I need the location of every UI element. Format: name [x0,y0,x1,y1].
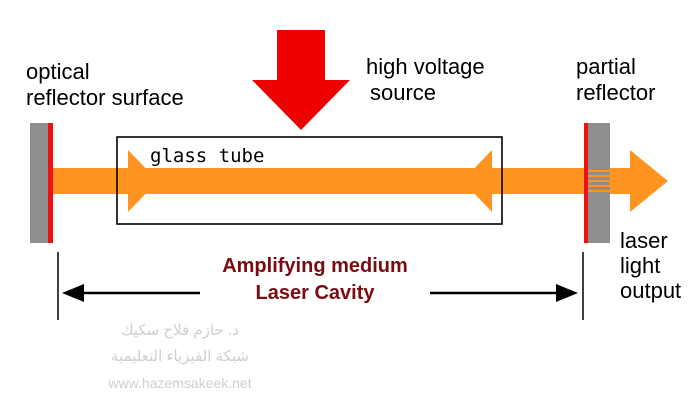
laser-cavity-text: Laser Cavity [255,282,375,304]
laser-output-label-line3: output [620,278,682,303]
amplifying-medium-label: Amplifying medium Laser Cavity [200,253,430,307]
amplifying-medium-text: Amplifying medium [222,255,408,277]
laser-output-arrowhead [630,150,668,212]
watermark: د. حازم فلاح سكيك شبكة الفيزياء التعليمي… [70,318,290,396]
partial-reflector-label-line2: reflector [576,80,656,105]
cavity-left-arrowhead [62,284,84,302]
left-reflector-surface [48,123,53,243]
laser-output-label: laser light output [620,228,681,303]
laser-output-label-line2: light [620,253,661,278]
right-reflector-surface [584,123,588,243]
partial-reflector-label-line1: partial [576,54,636,79]
glass-tube-label: glass tube [150,145,265,167]
optical-reflector-label-line1: optical [26,59,90,84]
left-reflector-body [30,123,48,243]
laser-output-label-line1: laser [620,228,668,253]
left-internal-arrowhead [128,150,158,212]
optical-reflector-label-line2: reflector surface [26,85,184,110]
cavity-right-arrowhead [556,284,578,302]
watermark-site: www.hazemsakeek.net [108,375,252,391]
optical-reflector-label: optical reflector surface [26,59,184,111]
partial-reflector-beam-lines [588,170,610,192]
partial-reflector-label: partial reflector [576,54,655,106]
high-voltage-arrow [252,30,350,130]
right-reflector-body [588,123,610,243]
watermark-network: شبكة الفيزياء التعليمية [111,348,249,365]
glass-tube [116,136,503,225]
watermark-author: د. حازم فلاح سكيك [121,322,239,339]
high-voltage-label-line1: high voltage [366,54,485,79]
high-voltage-label-line2: source [370,80,437,105]
right-internal-arrowhead [462,150,492,212]
high-voltage-label: high voltage source [366,54,485,106]
